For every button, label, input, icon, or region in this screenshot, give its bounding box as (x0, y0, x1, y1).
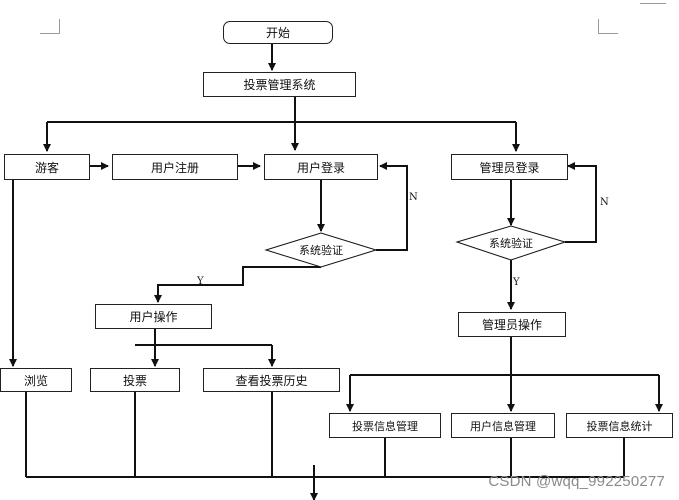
history-node: 查看投票历史 (203, 368, 340, 392)
admin-verify-diamond (455, 225, 567, 261)
user-verify-yes-label: Y (197, 276, 204, 287)
crop-mark-top-right (640, 0, 666, 4)
register-node: 用户注册 (112, 154, 238, 180)
admin-verify-yes-label: Y (513, 277, 520, 288)
user-ops-node: 用户操作 (95, 304, 212, 329)
watermark: CSDN @wqq_992250277 (488, 473, 665, 490)
admin-ops-node: 管理员操作 (458, 312, 566, 337)
vote-info-mgmt-node: 投票信息管理 (329, 413, 441, 438)
edge-admin-verify-no (565, 162, 597, 243)
user-verify-label: 系统验证 (299, 244, 343, 257)
edge-user-verify-yes (154, 266, 321, 303)
browse-node: 浏览 (0, 368, 72, 392)
user-login-node: 用户登录 (264, 154, 378, 180)
user-info-mgmt-node: 用户信息管理 (451, 413, 555, 438)
vote-node: 投票 (90, 368, 180, 392)
user-verify-diamond (264, 232, 378, 268)
crop-mark-left (40, 19, 60, 34)
edge-user-verify-no (376, 162, 408, 251)
start-node: 开始 (223, 21, 333, 44)
admin-verify-no-label: N (600, 197, 609, 208)
admin-login-node: 管理员登录 (451, 154, 568, 180)
vote-stats-node: 投票信息统计 (566, 413, 673, 438)
system-node: 投票管理系统 (203, 72, 356, 97)
guest-node: 游客 (4, 154, 90, 180)
crop-mark-right (598, 19, 618, 34)
admin-verify-label: 系统验证 (489, 237, 533, 250)
user-verify-no-label: N (409, 192, 418, 203)
